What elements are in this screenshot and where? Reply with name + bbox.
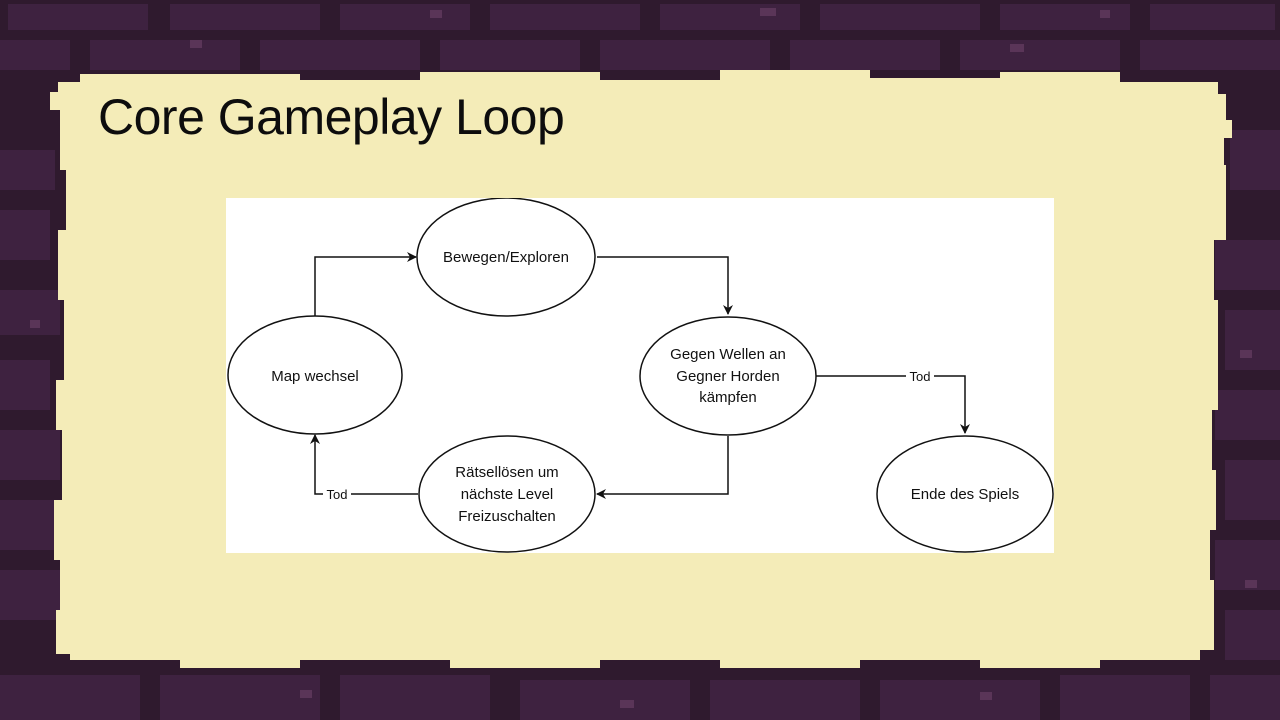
node-map-label: Map wechsel <box>271 368 359 385</box>
edge-fight-to-puzzle <box>596 436 729 499</box>
slide-title: Core Gameplay Loop <box>98 89 565 145</box>
node-fight-label-1: Gegen Wellen an <box>670 346 786 363</box>
node-fight: Gegen Wellen an Gegner Horden kämpfen <box>639 316 817 436</box>
diagram-canvas: Tod Tod Bewegen/Exploren Gegen Wellen an… <box>227 198 1054 553</box>
node-fight-label-3: kämpfen <box>699 389 757 406</box>
node-puzzle-label-1: Rätsellösen um <box>455 464 558 481</box>
edge-fight-to-end <box>816 375 970 434</box>
node-puzzle-label-3: Freizuschalten <box>458 508 556 525</box>
node-end-label: Ende des Spiels <box>911 486 1019 503</box>
node-puzzle-label-2: nächste Level <box>461 486 554 503</box>
node-end: Ende des Spiels <box>876 435 1054 553</box>
node-fight-label-2: Gegner Horden <box>676 368 779 385</box>
node-puzzle: Rätsellösen um nächste Level Freizuschal… <box>418 435 596 553</box>
edge-label-tod-map: Tod <box>327 487 348 502</box>
edge-label-tod-end: Tod <box>910 369 931 384</box>
edge-move-to-fight <box>597 256 733 315</box>
gameplay-loop-diagram: Tod Tod Bewegen/Exploren Gegen Wellen an… <box>226 198 1054 553</box>
edge-map-to-move <box>314 252 417 316</box>
node-move-label: Bewegen/Exploren <box>443 249 569 266</box>
edge-puzzle-to-map <box>310 434 418 495</box>
node-map: Map wechsel <box>227 315 403 435</box>
node-move: Bewegen/Exploren <box>416 198 596 317</box>
